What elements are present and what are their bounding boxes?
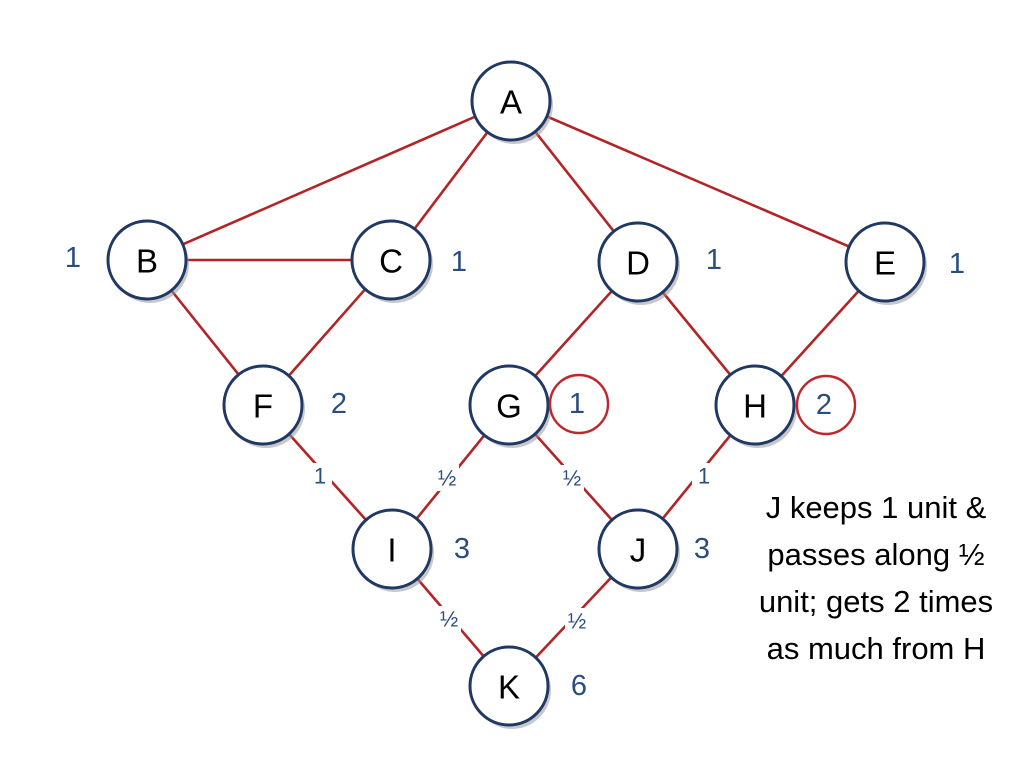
node-circle [468,364,550,446]
edge-label-backing [692,463,716,489]
edge-a-e [510,99,886,264]
note-line: J keeps 1 unit & [765,490,987,525]
node-label-h: H [743,388,767,425]
node-label-k: K [498,669,520,706]
node-label-f: F [253,388,273,425]
edge-label-f-i: 1 [314,464,326,489]
node-circle [351,508,433,590]
node-h: H [714,364,797,448]
score-j: 3 [694,533,710,565]
node-d: D [597,221,680,305]
score-h: 2 [816,389,832,421]
score-e: 1 [949,248,965,280]
score-d: 1 [706,244,722,276]
edge-label-g-i: ½ [438,466,456,491]
node-circle [714,364,796,446]
score-k: 6 [571,670,587,702]
node-a: A [470,60,553,144]
edge-label-j-k: ½ [568,609,586,634]
node-label-c: C [379,243,403,280]
edge-label-backing [308,463,332,489]
node-label-i: I [387,532,396,569]
explanation-note: J keeps 1 unit & passes along ½ unit; ge… [726,484,1024,672]
score-b: 1 [65,242,81,274]
node-circle [844,221,926,303]
edge-label-backing [565,608,589,634]
edge-label-backing [435,465,459,491]
node-circle [106,219,188,301]
node-i: I [351,508,434,592]
node-label-g: G [496,388,522,425]
edge-label-backing [560,465,584,491]
node-e: E [844,221,927,305]
node-j: J [597,508,680,592]
edge-label-g-j: ½ [563,466,581,491]
node-f: F [222,364,305,448]
node-circle [597,221,679,303]
edge-label-backing [437,606,461,632]
node-k: K [468,645,551,729]
node-g: G [468,364,551,448]
node-circle [597,508,679,590]
score-i: 3 [454,533,470,565]
edge-label-h-j: 1 [698,464,710,489]
node-label-j: J [630,532,647,569]
score-c: 1 [451,246,467,278]
note-line: as much from H [766,631,986,666]
node-b: B [106,219,189,303]
note-line: passes along ½ [767,537,985,572]
node-label-e: E [874,245,896,282]
node-circle [468,645,550,727]
edge-a-b [146,99,512,262]
note-line: unit; gets 2 times [758,584,994,619]
score-f: 2 [331,388,347,420]
node-circle [470,60,552,142]
edge-label-i-k: ½ [440,607,458,632]
node-label-a: A [500,84,522,121]
score-highlight-ring-h [795,374,857,436]
node-label-d: D [626,245,650,282]
node-label-b: B [136,243,158,280]
node-circle [222,364,304,446]
node-circle [350,219,432,301]
score-g: 1 [569,388,585,420]
score-highlight-ring-g [548,373,610,435]
node-c: C [350,219,433,303]
